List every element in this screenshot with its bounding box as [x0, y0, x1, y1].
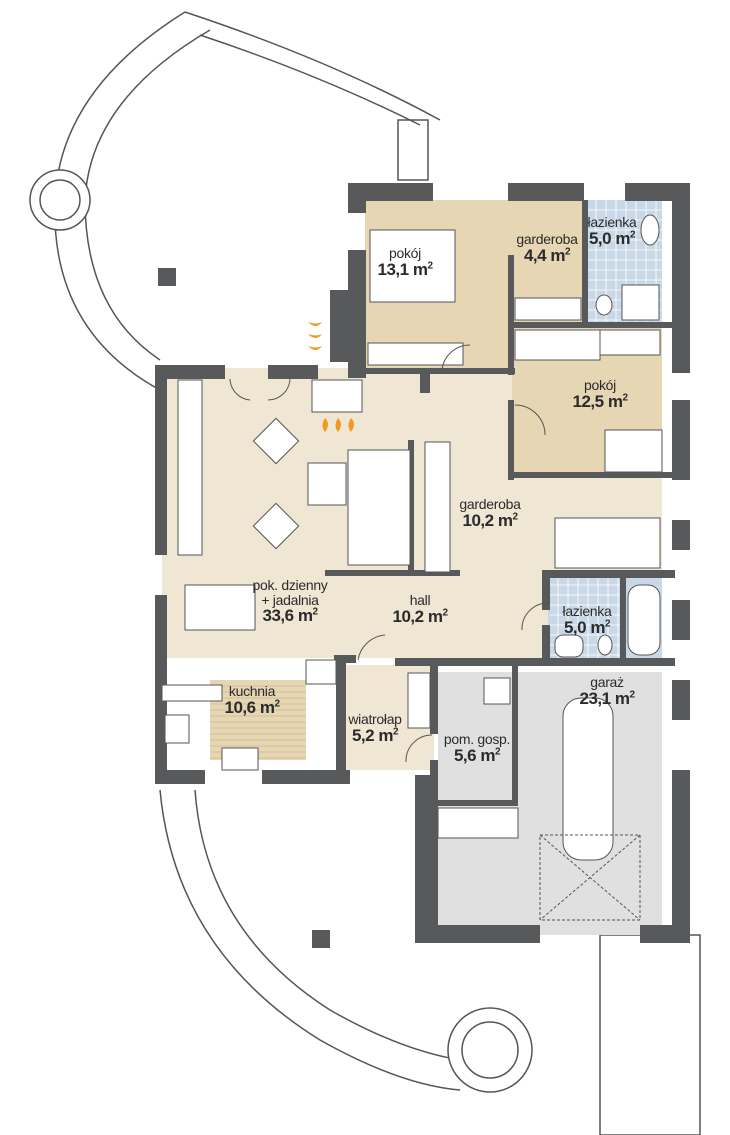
- room-area: 12,5 m2: [572, 391, 628, 411]
- room-name: łazienka: [587, 214, 637, 230]
- armchair: [252, 417, 300, 465]
- armchair: [252, 502, 300, 550]
- sofa: [347, 449, 411, 566]
- boiler: [483, 677, 511, 705]
- room-area: 10,6 m2: [224, 697, 280, 717]
- room-name: pokój: [389, 245, 421, 261]
- room-name: kuchnia: [228, 683, 276, 699]
- room-name: garaż: [590, 674, 624, 690]
- cabinet: [177, 379, 203, 556]
- terrace-top: [29, 11, 441, 391]
- wardrobe: [514, 297, 582, 321]
- room-name-line-2: + jadalnia: [261, 591, 319, 608]
- room-name: pok. dzienny: [252, 577, 328, 593]
- room-area: 10,2 m2: [392, 606, 448, 626]
- room-name: pokój: [584, 377, 616, 393]
- room-area: 5,2 m2: [351, 725, 399, 745]
- column: [158, 268, 176, 286]
- washbasin: [640, 214, 660, 246]
- furniture: [161, 214, 663, 921]
- stairs: [554, 517, 661, 569]
- washbasin: [554, 634, 584, 658]
- kitchen-striped-floor: [210, 680, 306, 760]
- shower: [621, 284, 660, 321]
- desk: [604, 429, 663, 473]
- room-name: wiatrołap: [348, 711, 402, 727]
- room-area: 5,0 m2: [588, 228, 636, 248]
- fireplace-flame-icons: [308, 322, 354, 432]
- room-name: garderoba: [516, 231, 578, 247]
- room-area: 5,6 m2: [453, 745, 501, 765]
- bed: [514, 329, 601, 361]
- room-area: 5,0 m2: [563, 617, 611, 637]
- floors: [162, 200, 662, 935]
- room-name: łazienka: [562, 603, 612, 619]
- coffee-table: [307, 462, 347, 506]
- wardrobe: [367, 342, 464, 366]
- room-area: 23,1 m2: [579, 688, 635, 708]
- fridge: [305, 659, 337, 685]
- wardrobe: [599, 329, 661, 356]
- room-name: pom. gosp.: [443, 731, 511, 747]
- sink: [221, 747, 259, 771]
- room-name: garderoba: [459, 496, 521, 512]
- stove: [164, 714, 190, 744]
- fireplace: [311, 379, 363, 413]
- room-label-utility: pom. gosp.5,6 m2: [443, 731, 511, 765]
- bathtub: [627, 584, 661, 656]
- car: [562, 697, 614, 861]
- wardrobe: [424, 441, 451, 573]
- room-area: 10,2 m2: [462, 510, 518, 530]
- wardrobe: [407, 672, 431, 729]
- garage-door-swing: [539, 834, 641, 921]
- bed: [369, 229, 456, 303]
- toilet: [597, 634, 613, 656]
- room-area: 13,1 m2: [377, 259, 433, 279]
- room-area: 4,4 m2: [523, 245, 571, 265]
- dining-table: [184, 584, 256, 631]
- kitchen-counter: [161, 684, 223, 702]
- column: [312, 930, 330, 948]
- room-name: hall: [409, 592, 431, 608]
- room-area: 33,6 m2: [262, 606, 318, 626]
- doors[interactable]: [229, 344, 549, 763]
- storage: [437, 807, 519, 839]
- walls: [155, 183, 690, 943]
- toilet: [595, 294, 613, 316]
